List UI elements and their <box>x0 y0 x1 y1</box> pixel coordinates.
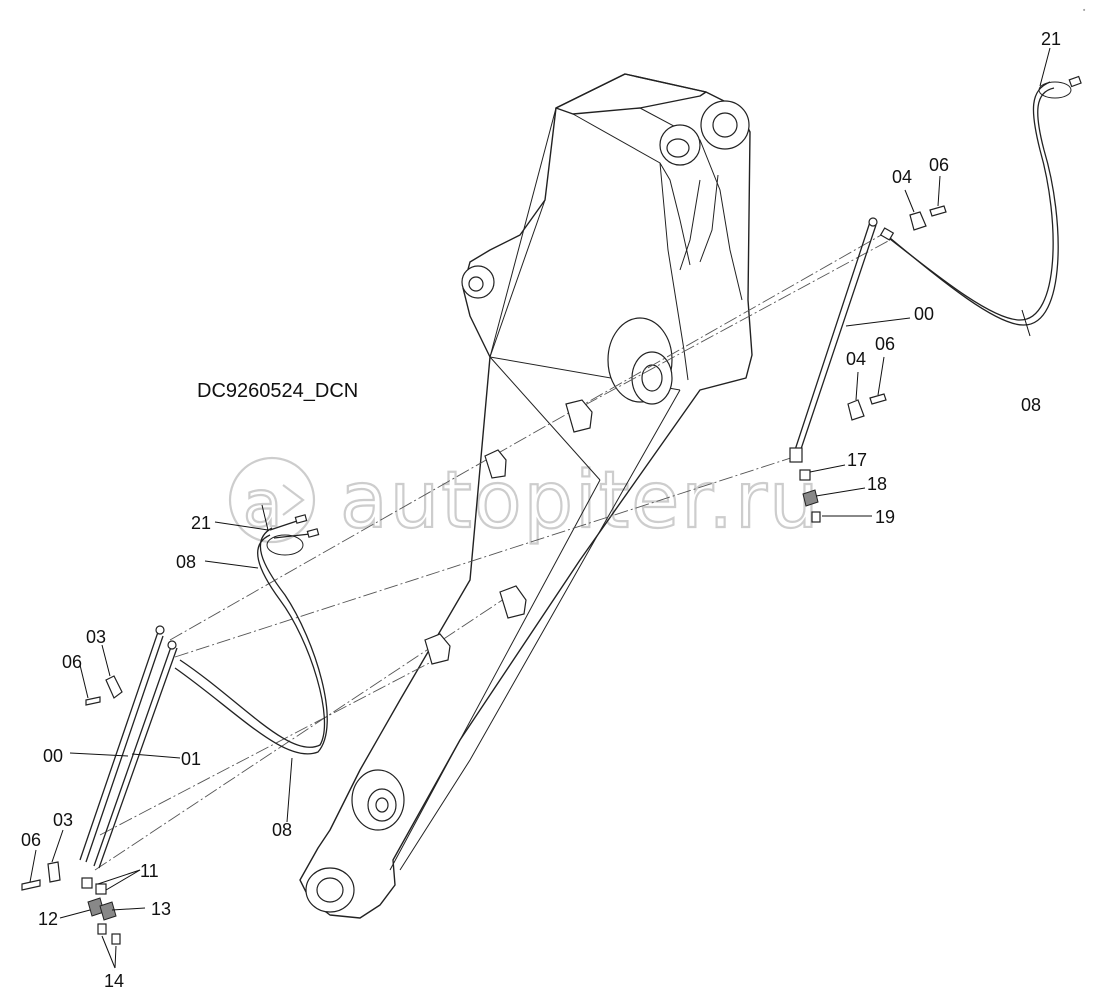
label-06-lower-left: 06 <box>21 830 41 850</box>
label-21-right: 21 <box>1041 29 1061 49</box>
cylinder-mount-lower <box>351 769 405 831</box>
a-arrow-circle-logo-icon: a <box>228 456 316 544</box>
watermark: a autopiter.ru <box>228 455 821 547</box>
head-pin-boss-lower <box>659 124 701 166</box>
part-labels-right: 21 04 06 00 04 06 08 17 18 19 <box>846 29 1061 527</box>
part-labels-left: 21 08 03 06 00 01 08 03 06 11 12 13 14 <box>21 513 292 991</box>
boom-clips <box>424 399 593 665</box>
label-06-lower-right: 06 <box>875 334 895 354</box>
label-04-lower: 04 <box>846 349 866 369</box>
drawing-code-block: DC9260524_DCN <box>197 380 358 402</box>
svg-text:a: a <box>243 468 284 542</box>
cylinder-mount-upper <box>607 317 673 405</box>
watermark-text: autopiter.ru <box>340 456 821 546</box>
label-03-upper: 03 <box>86 627 106 647</box>
label-14: 14 <box>104 971 124 991</box>
label-03-lower: 03 <box>53 810 73 830</box>
label-00-left: 00 <box>43 746 63 766</box>
label-00-right: 00 <box>914 304 934 324</box>
label-08-right: 08 <box>1021 395 1041 415</box>
label-08-left-upper: 08 <box>176 552 196 572</box>
label-18: 18 <box>867 474 887 494</box>
label-12: 12 <box>38 909 58 929</box>
label-01: 01 <box>181 749 201 769</box>
drawing-code: DC9260524_DCN <box>197 380 358 402</box>
label-06-upper-right: 06 <box>929 155 949 175</box>
assembly-guide-lines <box>94 229 891 871</box>
right-hose-assembly <box>789 75 1082 523</box>
label-06-upper-left: 06 <box>62 652 82 672</box>
label-08-left-lower: 08 <box>272 820 292 840</box>
label-21-left: 21 <box>191 513 211 533</box>
boom-arm <box>299 73 753 919</box>
label-04-upper: 04 <box>892 167 912 187</box>
head-pin-boss-upper <box>700 100 750 150</box>
corner-mark: ∙ <box>1082 6 1086 14</box>
label-13: 13 <box>151 899 171 919</box>
foot-pin-boss <box>305 867 355 913</box>
label-19: 19 <box>875 507 895 527</box>
side-pin-boss <box>461 265 495 299</box>
leader-lines <box>29 47 1051 969</box>
left-hose-assembly <box>21 514 328 945</box>
label-17: 17 <box>847 450 867 470</box>
label-11: 11 <box>140 861 159 881</box>
